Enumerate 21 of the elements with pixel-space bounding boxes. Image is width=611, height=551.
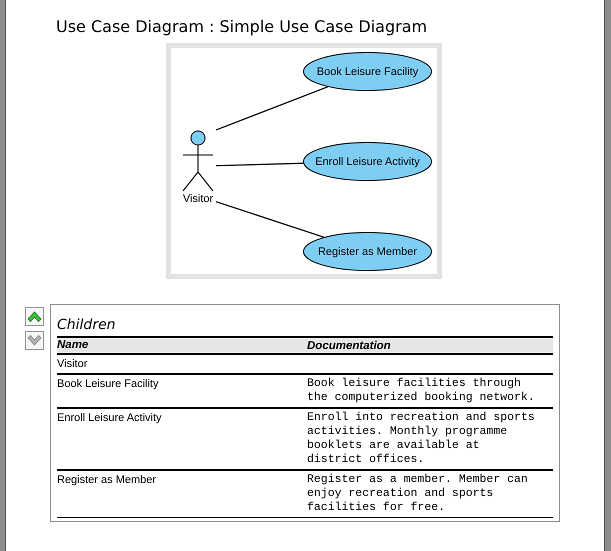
use-case-name: Enroll Leisure Activity [315,156,420,168]
element-name: Book Leisure Facility [57,378,158,390]
element-name: Enroll Leisure Activity [57,412,162,424]
diagram-title: Use Case Diagram : Simple Use Case Diagram [56,17,428,36]
element-name: Register as Member [57,474,156,486]
use-case-name: Book Leisure Facility [316,66,418,78]
documentation-text: Enroll into recreation and sports activities. Monthly programme booklets are available at district offices. [307,411,536,467]
actor-name: Visitor [182,192,214,206]
documentation-text: Book leisure facilities through the computerized booking network. [307,377,536,405]
section-heading: Children [57,317,116,333]
association-line [216,162,304,166]
use-case-ellipse [303,142,432,181]
column-header: Documentation [307,340,391,352]
column-header: Name [57,339,88,351]
use-case-ellipse [303,52,432,91]
element-name: Visitor [57,358,88,370]
use-case-ellipse [303,232,432,271]
documentation-text: Register as a member. Member can enjoy recreation and sports facilities for free. [307,473,529,515]
use-case-name: Register as Member [318,246,418,258]
association-line [216,201,324,238]
association-line [216,86,328,131]
